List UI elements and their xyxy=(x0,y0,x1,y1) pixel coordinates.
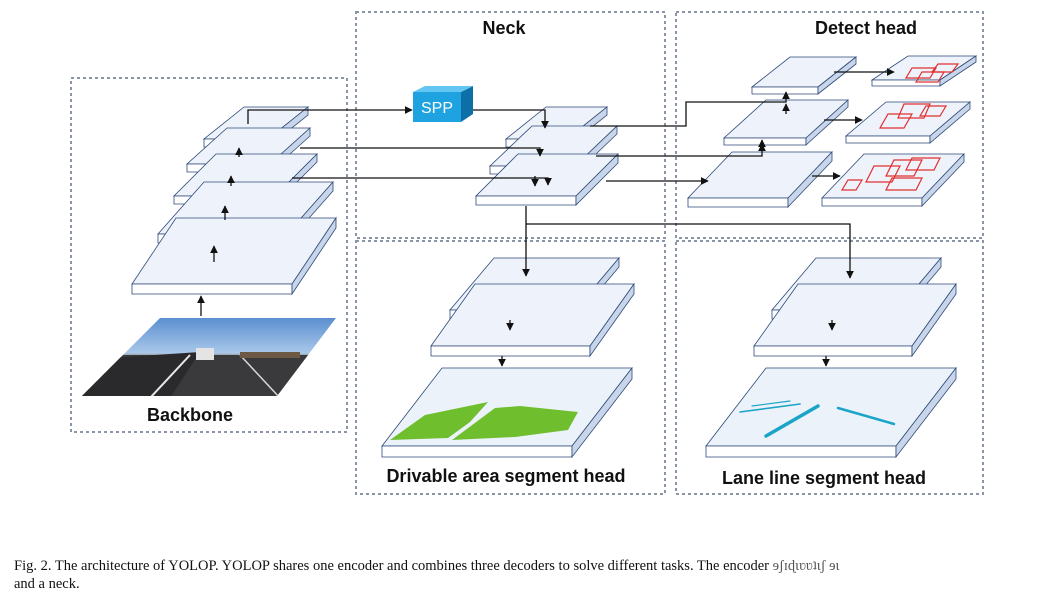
drivable-area-mask xyxy=(390,402,578,440)
caption-obscured-text: ɘʃɪɖɩʋʋʇɩʃ ɘɩ xyxy=(769,558,840,574)
backbone-layer-1 xyxy=(131,216,337,296)
drivable-layer-2 xyxy=(430,282,635,358)
arrow-backbone-to-spp xyxy=(247,106,413,124)
lane-layer-2 xyxy=(753,282,957,358)
figure-number: Fig. 2. xyxy=(14,558,52,574)
neck-label: Neck xyxy=(482,18,526,38)
lane-line-mask xyxy=(739,400,896,438)
drivable-head-frame xyxy=(355,240,666,495)
yolop-architecture-diagram: Backbone Neck Detect head Drivable area … xyxy=(70,11,984,495)
detect-head-label: Detect head xyxy=(815,18,917,38)
spp-module: SPP xyxy=(413,86,473,122)
detection-boxes xyxy=(840,63,960,191)
backbone-label: Backbone xyxy=(147,405,233,425)
lane-head-label: Lane line segment head xyxy=(722,468,926,488)
drivable-head-label: Drivable area segment head xyxy=(386,466,625,486)
arrow-spp-to-neck xyxy=(473,109,549,129)
section-frames xyxy=(70,11,984,495)
arrow-backbone-to-neck-2 xyxy=(300,147,544,157)
caption-text: The architecture of YOLOP. YOLOP shares … xyxy=(54,558,769,574)
arrow-neck-to-lane xyxy=(526,223,854,279)
detect-feature-1 xyxy=(750,56,858,95)
detect-feature-3 xyxy=(687,151,833,208)
lane-head-frame xyxy=(675,240,984,495)
detect-head-frame xyxy=(675,11,984,239)
input-road-image xyxy=(82,318,336,396)
caption-line2: and a neck. xyxy=(14,576,80,592)
detect-output-2 xyxy=(844,101,972,144)
figure-caption: Fig. 2. The architecture of YOLOP. YOLOP… xyxy=(14,557,1014,593)
neck-frame xyxy=(355,11,666,239)
lane-output-plate xyxy=(705,366,957,459)
arrow-backbone-to-neck-1 xyxy=(292,177,552,186)
neck-layer-1 xyxy=(475,153,619,206)
arrow-neck-to-detect-1 xyxy=(590,91,790,127)
connections xyxy=(197,68,895,367)
spp-label: SPP xyxy=(421,100,453,117)
backbone-frame xyxy=(70,77,348,433)
